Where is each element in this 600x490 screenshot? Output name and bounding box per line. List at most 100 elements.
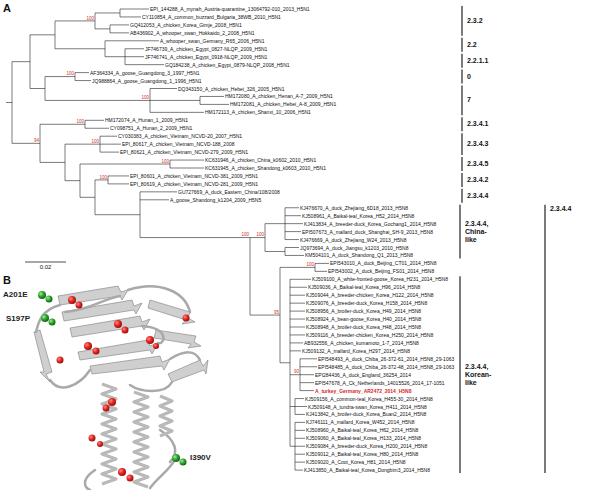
tree-branch (108, 175, 129, 176)
clade-label: 2.3.4.4, Korean-like (465, 363, 491, 387)
tree-branch (285, 255, 304, 256)
taxon-label: KJ509100_A_white-fronted-goose_Korea_H23… (312, 276, 448, 282)
taxon-label: KJ476670_A_duck_Zhejiang_6D18_2013_H5N8 (300, 205, 408, 211)
tree-branch (290, 319, 305, 320)
clade-bracket (461, 54, 462, 68)
tree-branch (300, 366, 317, 367)
tree-branch (295, 446, 305, 447)
taxon-label: KJ509116_A_breeder-chicken_Korea_H250_20… (306, 332, 433, 338)
tree-branch (285, 231, 301, 232)
clade-label: 2.2.1.1 (467, 57, 488, 65)
helix (134, 392, 148, 487)
bootstrap-value: 100 (161, 159, 169, 164)
taxon-label: CY030383_A_chicken_Vietnam_NCVD-20_2007_… (118, 133, 242, 139)
tree-branch (300, 382, 314, 383)
tree-branch (125, 48, 144, 49)
taxon-label: EPI507673_A_mallard_duck_Shanghai_SH-9_2… (302, 229, 433, 235)
tree-branch (100, 144, 121, 145)
taxon-label: A_whooper_swan_Germany_R65_2006_H5N1 (160, 38, 265, 44)
clade-bracket (461, 189, 462, 203)
taxon-label: CY110854_A_common_buzzard_Bulgaria_38WB_… (142, 14, 281, 20)
tree-branch (300, 358, 317, 359)
tree-branch (315, 263, 329, 264)
tree-branch (100, 152, 119, 153)
tree-branch (140, 199, 169, 200)
tree-branch (30, 88, 45, 89)
taxon-label: KJ509044_A_breeder-chicken_Korea_H122_20… (306, 292, 434, 298)
clade-label: 2.3.4.5 (467, 160, 488, 168)
clade-label: 7 (467, 96, 471, 104)
tree-branch (55, 48, 105, 49)
tree-branch (140, 237, 250, 238)
clade-label: 2.3.4.4 (467, 192, 488, 200)
taxon-label: EPI548485_A_duck_Chiba_26-372-48_2014_H5… (318, 364, 454, 370)
scale-label: 0.02 (40, 264, 52, 271)
tree-branch (295, 398, 304, 399)
tree-branch (290, 287, 307, 288)
tree-branch (95, 214, 140, 215)
tree-branch (295, 430, 305, 431)
taxon-label: KJ509012_A_Baikal-teal_Korea_H80_2014_H5… (306, 451, 418, 457)
clade-bracket (461, 38, 462, 52)
mutation-spheres-green (38, 291, 187, 466)
bootstrap-value: 100 (141, 95, 149, 100)
clade-bracket (544, 205, 545, 473)
taxon-label: KM504101_A_duck_Shandong_Q1_2013_H5N8 (305, 252, 413, 258)
tree-branch (295, 422, 305, 423)
tree-branch (200, 104, 229, 105)
tree-branch (300, 390, 314, 391)
taxon-label: KJ413842_A_broiler-duck_Korea_Buan2_2014… (306, 411, 426, 417)
bootstrap-value: 100 (86, 16, 94, 21)
tree-branch (295, 406, 307, 407)
tree-branch (290, 279, 311, 280)
tree-branch (280, 362, 290, 363)
tree-branch (125, 64, 164, 65)
tree-branch (150, 112, 204, 113)
bootstrap-value: 94 (34, 138, 39, 143)
taxon-label: JQ973694_A_duck_Jiangsu_k1203_2010_H5N8 (300, 245, 408, 251)
tree-branch (170, 160, 204, 161)
taxon-label: JF746739_A_chicken_Egypt_0827-NLQP_2009_… (145, 46, 267, 52)
tree-branch (100, 136, 117, 137)
ribbon-sheets (34, 286, 208, 382)
clade-label: 2.3.4.2 (467, 176, 488, 184)
taxon-label: EPI547678_A_Ck_Netherlands_14015526_2014… (315, 380, 445, 386)
bootstrap-value: 100 (76, 119, 84, 124)
tree-branch (75, 80, 91, 81)
tree-branch (265, 223, 285, 224)
taxon-label: KJ508956_A_broiler-duck_Korea_H49_2014_H… (306, 308, 421, 314)
scale-bar (25, 262, 66, 263)
tree-branch (150, 100, 200, 101)
tree-branch (315, 271, 327, 272)
tree-branch (45, 100, 150, 101)
taxon-label: EPI543010_A_duck_Beijing_CT01_2014_H5N8 (330, 260, 436, 266)
tree-branch (285, 223, 303, 224)
taxon-label: DQ343150_A_chicken_Hebei_326_2005_H5N1 (178, 86, 284, 92)
clade-bracket (459, 205, 460, 259)
tree-branch (285, 215, 301, 216)
taxon-label: GQ184238_A_chicken_Egypt_0879-NLQP_2008_… (165, 62, 290, 68)
taxon-label: EPI_80601_A_chicken_Vietnam_NCVD-381_200… (130, 173, 258, 179)
tree-branch (75, 72, 89, 73)
tree-branch (295, 438, 305, 439)
tree-branch (290, 295, 305, 296)
taxon-label: AB436902_A_whooper_swan_Hokkaido_2_2008_… (130, 30, 255, 36)
tree-branch (65, 180, 80, 181)
clade-label: 2.3.4.3 (467, 140, 488, 148)
bootstrap-value: 100 (99, 175, 107, 180)
clade-bracket (461, 70, 462, 84)
taxon-label: KJ413850_A_Baikal-teal_Korea_Dongbim3_20… (304, 467, 430, 473)
tree-branch (295, 454, 305, 455)
tree-branch (290, 311, 305, 312)
tree-branch (290, 350, 301, 351)
taxon-label: HM172113_A_chicken_Shanxi_10_2006_H5N1 (205, 109, 311, 115)
tree-branch (285, 207, 299, 208)
tree-branch (295, 462, 305, 463)
taxon-label: EPI_80619_A_chicken_Vietnam_NCVD-281_200… (130, 181, 258, 187)
taxon-label: KJ508961_A_Baikal-teal_Korea_H52_2014_H5… (302, 213, 414, 219)
tree-branch (110, 32, 129, 33)
taxon-label: JF746741_A_chicken_Egypt_0918-NLQP_2009_… (145, 54, 267, 60)
clade-bracket (461, 6, 462, 36)
tree-branch (300, 374, 314, 375)
tree-branch (295, 470, 303, 471)
